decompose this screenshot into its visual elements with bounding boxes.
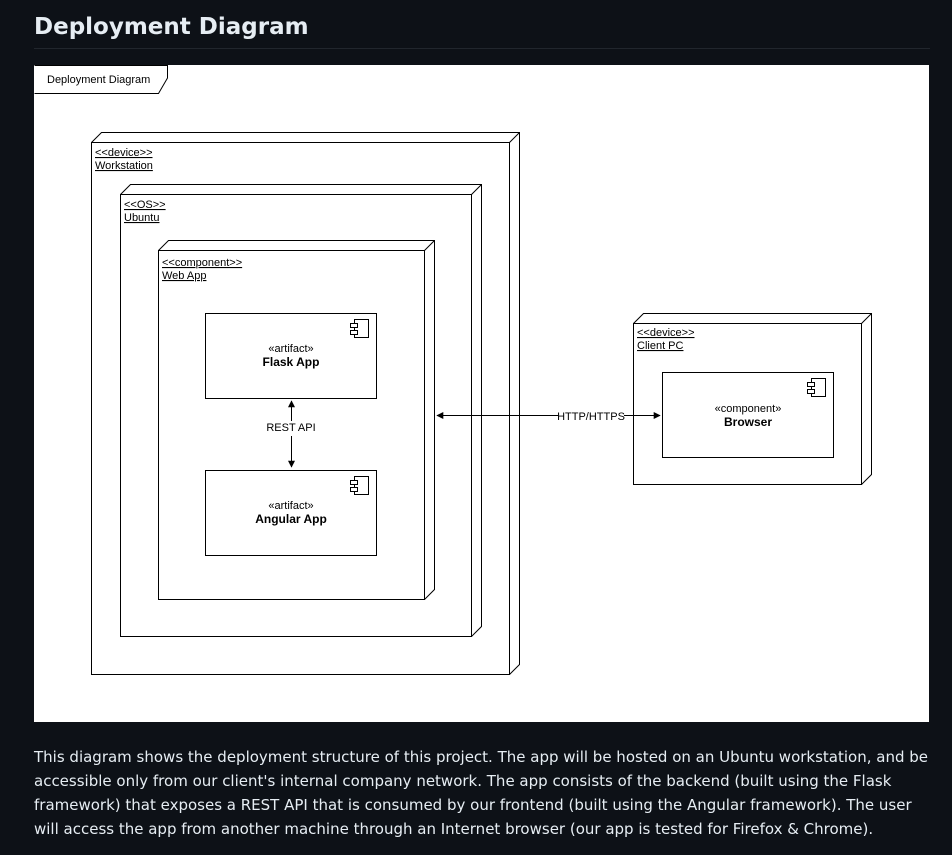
rest-api-label: REST API (266, 422, 315, 434)
frame-label-tab: Deployment Diagram (34, 65, 168, 94)
rest-api-connector: REST API (266, 400, 316, 468)
browser-name: Browser (724, 415, 772, 429)
client-pc-stereotype: <<device>> (637, 327, 695, 339)
http-connector: HTTP/HTTPS (436, 411, 661, 423)
deployment-diagram: Deployment Diagram <<device>> Workstatio… (34, 65, 929, 722)
heading-divider (34, 48, 930, 49)
angular-stereotype: «artifact» (268, 500, 313, 512)
component-icon (350, 319, 369, 338)
client-pc-name: Client PC (637, 340, 684, 352)
component-icon (350, 476, 369, 495)
web-app-name: Web App (162, 270, 206, 282)
flask-artifact: «artifact» Flask App (205, 313, 377, 399)
browser-component: «component» Browser (662, 372, 834, 458)
ubuntu-name: Ubuntu (124, 212, 159, 224)
page-title: Deployment Diagram (34, 14, 309, 40)
angular-name: Angular App (255, 512, 327, 526)
workstation-name: Workstation (95, 160, 153, 172)
browser-stereotype: «component» (715, 403, 782, 415)
diagram-description: This diagram shows the deployment struct… (34, 748, 928, 838)
workstation-stereotype: <<device>> (95, 147, 153, 159)
flask-stereotype: «artifact» (268, 343, 313, 355)
angular-artifact: «artifact» Angular App (205, 470, 377, 556)
http-label: HTTP/HTTPS (557, 411, 625, 423)
web-app-stereotype: <<component>> (162, 257, 242, 269)
ubuntu-stereotype: <<OS>> (124, 199, 166, 211)
flask-name: Flask App (263, 355, 320, 369)
component-icon (807, 378, 826, 397)
frame-label: Deployment Diagram (47, 74, 150, 86)
